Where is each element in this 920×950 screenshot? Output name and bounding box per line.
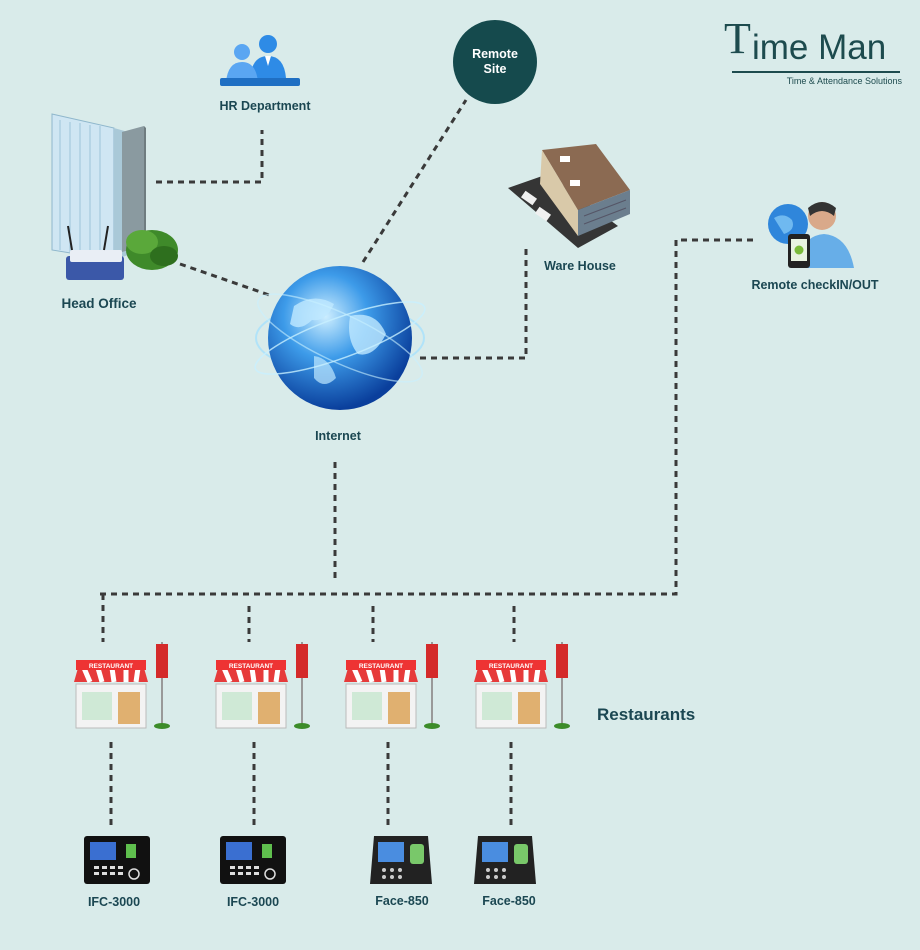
restaurant-2-icon: RESTAURANT — [214, 642, 310, 729]
ware-house-label: Ware House — [544, 259, 616, 273]
logo-tagline: Time & Attendance Solutions — [786, 76, 902, 86]
restaurants-title: Restaurants — [597, 705, 696, 724]
internet-globe-icon — [254, 266, 426, 410]
restaurant-3-icon: RESTAURANT — [344, 642, 440, 729]
remote-site-label: Remote Site — [472, 47, 518, 76]
logo-brand-text: ime Man — [752, 26, 886, 70]
device-1-label: IFC-3000 — [87, 895, 141, 909]
device-2-icon — [220, 836, 286, 884]
device-1-icon — [84, 836, 150, 884]
logo-underline — [732, 71, 900, 73]
timeman-logo: T ime Man Time & Attendance Solutions — [722, 14, 902, 94]
device-3-label: Face-850 — [375, 894, 429, 908]
head-office-label: Head Office — [61, 296, 137, 311]
warehouse-icon — [508, 144, 630, 248]
device-3-icon — [370, 836, 432, 884]
restaurant-1-icon: RESTAURANT — [74, 642, 170, 729]
internet-label: Internet — [315, 429, 361, 443]
hr-department-label: HR Department — [219, 99, 311, 113]
logo-brand-rest: ime Man — [752, 28, 887, 67]
logo-letter-t: T — [724, 14, 751, 63]
device-4-icon — [474, 836, 536, 884]
hr-department-icon — [220, 35, 300, 86]
device-4-label: Face-850 — [482, 894, 536, 908]
remote-site-node: Remote Site — [453, 20, 537, 104]
restaurant-sign: RESTAURANT — [229, 663, 273, 670]
restaurant-sign: RESTAURANT — [89, 663, 133, 670]
device-2-label: IFC-3000 — [226, 895, 280, 909]
remote-checkin-label: Remote checkIN/OUT — [751, 278, 879, 292]
restaurant-4-icon: RESTAURANT — [474, 642, 570, 729]
restaurant-sign: RESTAURANT — [359, 663, 403, 670]
restaurant-sign: RESTAURANT — [489, 663, 533, 670]
remote-checkin-icon — [768, 202, 854, 268]
head-office-building-icon — [51, 113, 178, 280]
